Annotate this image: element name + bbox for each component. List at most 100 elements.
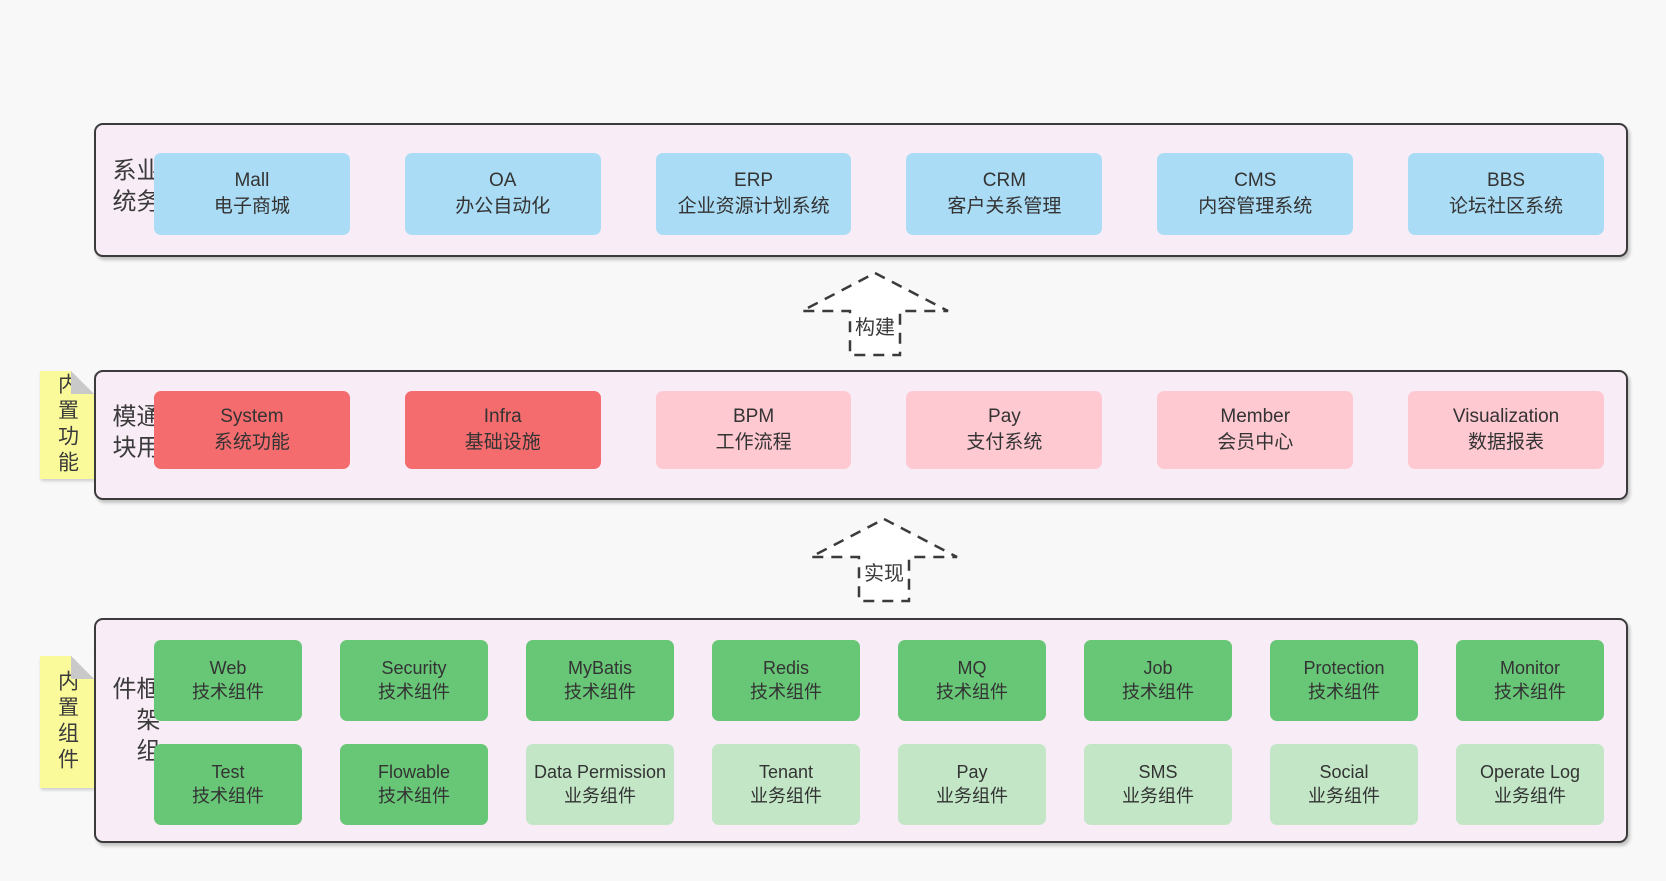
box-monitor: Monitor 技术组件 — [1456, 640, 1604, 721]
framework-components-panel: 框架组件 Web 技术组件 Security 技术组件 MyBatis 技术组件… — [94, 618, 1628, 843]
box-name: Operate Log — [1479, 762, 1581, 783]
section-label-components: 框架组件 — [108, 675, 159, 769]
box-crm: CRM 客户关系管理 — [906, 153, 1103, 235]
sticky-tag-builtin-features: 内置功能 — [40, 371, 94, 479]
box-mq: MQ 技术组件 — [898, 640, 1046, 721]
box-security: Security 技术组件 — [340, 640, 488, 721]
box-desc: 会员中心 — [1217, 432, 1294, 453]
arrow-label: 实现 — [861, 557, 907, 586]
box-test: Test 技术组件 — [154, 744, 302, 825]
box-bbs: BBS 论坛社区系统 — [1408, 153, 1604, 235]
common-modules-panel: 通用模块 System 系统功能 Infra 基础设施 BPM 工作流程 Pay… — [94, 370, 1628, 500]
box-desc: 工作流程 — [715, 432, 792, 453]
box-job: Job 技术组件 — [1084, 640, 1232, 721]
box-name: Redis — [762, 658, 810, 679]
box-name: MyBatis — [567, 658, 632, 679]
tag-label: 内置组件 — [55, 670, 79, 774]
section-label-modules: 通用模块 — [108, 403, 159, 466]
box-desc: 企业资源计划系统 — [677, 196, 830, 217]
box-name: Test — [211, 762, 245, 783]
box-desc: 业务组件 — [564, 785, 636, 806]
box-name: Flowable — [377, 762, 451, 783]
arrow-label: 构建 — [852, 311, 898, 340]
box-name: Social — [1319, 762, 1369, 783]
folded-corner-icon — [71, 656, 94, 679]
box-bpm: BPM 工作流程 — [655, 391, 852, 469]
box-name: Protection — [1303, 658, 1385, 679]
box-desc: 业务组件 — [1122, 785, 1194, 806]
box-name: OA — [489, 170, 517, 192]
box-name: Security — [381, 658, 447, 679]
box-name: Tenant — [758, 762, 814, 783]
box-name: Member — [1220, 406, 1291, 428]
tag-label: 内置功能 — [55, 373, 79, 477]
box-desc: 客户关系管理 — [947, 196, 1062, 217]
box-desc: 技术组件 — [192, 681, 264, 702]
box-desc: 内容管理系统 — [1198, 196, 1313, 217]
box-desc: 技术组件 — [192, 785, 264, 806]
box-infra: Infra 基础设施 — [404, 391, 601, 469]
box-member: Member 会员中心 — [1157, 391, 1354, 469]
box-social: Social 业务组件 — [1270, 744, 1418, 825]
box-desc: 业务组件 — [1494, 785, 1566, 806]
box-desc: 技术组件 — [378, 785, 450, 806]
box-desc: 支付系统 — [966, 432, 1043, 453]
box-mybatis: MyBatis 技术组件 — [526, 640, 674, 721]
folded-corner-icon — [71, 371, 94, 394]
box-name: Mall — [234, 170, 270, 192]
box-name: Pay — [956, 762, 988, 783]
box-name: Data Permission — [533, 762, 667, 783]
arrow-implement: 实现 — [809, 517, 959, 603]
box-cms: CMS 内容管理系统 — [1157, 153, 1354, 235]
box-desc: 业务组件 — [750, 785, 822, 806]
box-protection: Protection 技术组件 — [1270, 640, 1418, 721]
box-desc: 业务组件 — [936, 785, 1008, 806]
box-desc: 技术组件 — [936, 681, 1008, 702]
box-desc: 数据报表 — [1468, 432, 1545, 453]
business-box-row: Mall 电子商城 OA 办公自动化 ERP 企业资源计划系统 CRM 客户关系… — [154, 153, 1604, 235]
box-operate-log: Operate Log 业务组件 — [1456, 744, 1604, 825]
box-name: BPM — [732, 406, 775, 428]
box-name: Web — [209, 658, 247, 679]
box-desc: 基础设施 — [464, 432, 541, 453]
box-name: BBS — [1487, 170, 1526, 192]
box-system: System 系统功能 — [154, 391, 350, 469]
box-desc: 技术组件 — [1308, 681, 1380, 702]
box-name: MQ — [957, 658, 987, 679]
box-name: ERP — [734, 170, 774, 192]
box-desc: 技术组件 — [1122, 681, 1194, 702]
box-name: Visualization — [1452, 406, 1560, 428]
box-web: Web 技术组件 — [154, 640, 302, 721]
box-name: System — [220, 406, 284, 428]
box-pay-module: Pay 支付系统 — [906, 391, 1103, 469]
box-name: Pay — [988, 406, 1021, 428]
box-tenant: Tenant 业务组件 — [712, 744, 860, 825]
sticky-tag-builtin-components: 内置组件 — [40, 656, 94, 788]
box-visualization: Visualization 数据报表 — [1408, 391, 1604, 469]
box-desc: 技术组件 — [564, 681, 636, 702]
modules-box-row: System 系统功能 Infra 基础设施 BPM 工作流程 Pay 支付系统… — [154, 391, 1604, 469]
box-redis: Redis 技术组件 — [712, 640, 860, 721]
box-desc: 电子商城 — [213, 196, 290, 217]
box-desc: 技术组件 — [750, 681, 822, 702]
box-name: Infra — [483, 406, 522, 428]
section-label-business: 业务系统 — [108, 157, 159, 220]
box-desc: 论坛社区系统 — [1449, 196, 1564, 217]
box-pay-component: Pay 业务组件 — [898, 744, 1046, 825]
box-name: Job — [1143, 658, 1173, 679]
box-oa: OA 办公自动化 — [404, 153, 601, 235]
business-systems-panel: 业务系统 Mall 电子商城 OA 办公自动化 ERP 企业资源计划系统 CRM… — [94, 123, 1628, 257]
box-desc: 办公自动化 — [455, 196, 551, 217]
box-erp: ERP 企业资源计划系统 — [655, 153, 852, 235]
box-desc: 技术组件 — [1494, 681, 1566, 702]
components-box-grid: Web 技术组件 Security 技术组件 MyBatis 技术组件 Redi… — [154, 640, 1604, 825]
box-name: SMS — [1138, 762, 1178, 783]
box-sms: SMS 业务组件 — [1084, 744, 1232, 825]
box-data-permission: Data Permission 业务组件 — [526, 744, 674, 825]
box-name: CRM — [982, 170, 1027, 192]
box-name: CMS — [1234, 170, 1277, 192]
box-desc: 系统功能 — [213, 432, 290, 453]
box-mall: Mall 电子商城 — [154, 153, 350, 235]
box-name: Monitor — [1499, 658, 1561, 679]
box-flowable: Flowable 技术组件 — [340, 744, 488, 825]
